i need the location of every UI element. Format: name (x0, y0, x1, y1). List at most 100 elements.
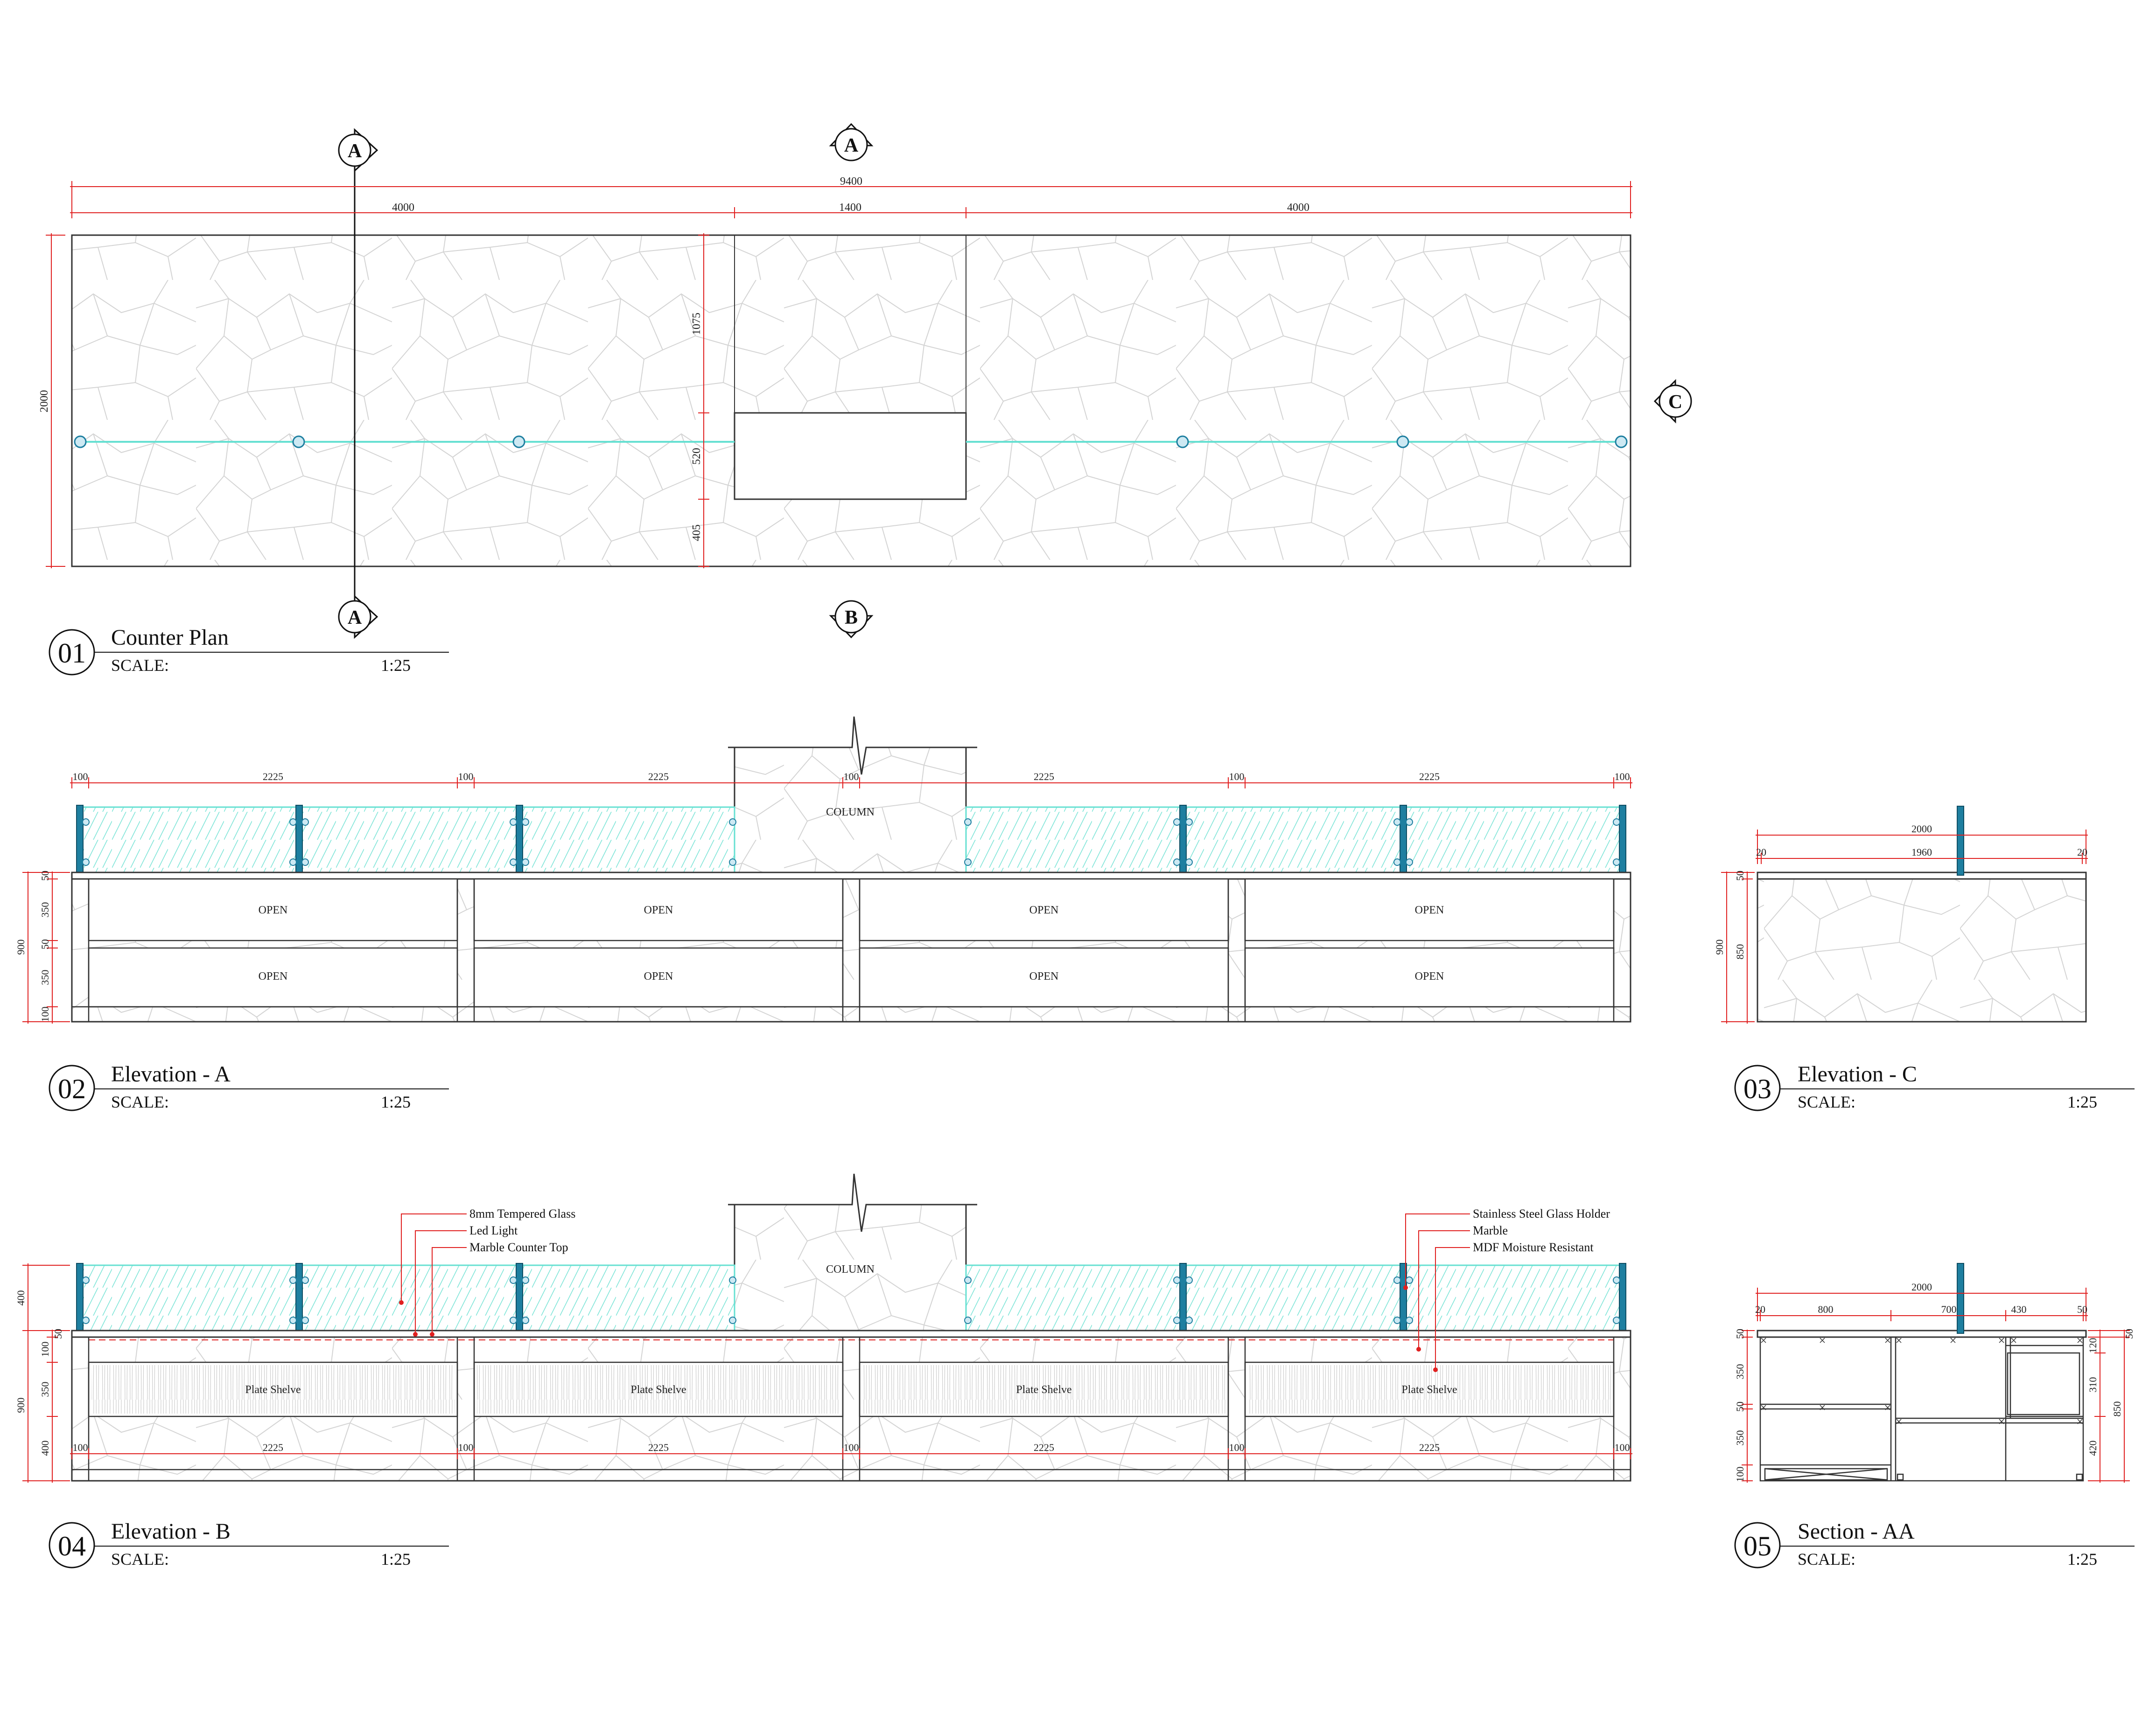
elev-b-glass-right (965, 1264, 1622, 1332)
elev-b-dimension-lines (22, 1263, 1632, 1483)
elev-b-column-label: COLUMN (826, 1263, 875, 1276)
plan-dim-upper: 1075 (691, 313, 703, 335)
section-title-block: 05 Section - AA SCALE: 1:25 (1734, 1519, 2135, 1569)
elev-b-dim-9: 100 (1615, 1442, 1630, 1453)
marker-elevation-c: C (1653, 379, 1692, 424)
elev-a-dim-6: 2225 (1034, 771, 1054, 782)
elev-a-cabinet-dividers (72, 879, 1631, 1022)
svg-text:A: A (844, 135, 859, 156)
plan-dim-overall: 9400 (840, 175, 862, 188)
elev-a-dimension-lines (22, 777, 1632, 1024)
elev-b-dim-7: 100 (1229, 1442, 1245, 1453)
plan-number: 01 (58, 638, 86, 669)
elev-a-open-1: OPEN (259, 904, 288, 916)
elev-b-note-mdf: MDF Moisture Resistant (1473, 1241, 1594, 1254)
elev-b-dim-8: 2225 (1419, 1442, 1440, 1453)
elev-b-dim-4: 2225 (648, 1442, 669, 1453)
elev-a-open-6: OPEN (644, 970, 673, 983)
elev-b-note-marble-top: Marble Counter Top (469, 1241, 568, 1254)
elev-a-total-height: 900 (15, 940, 27, 955)
section-left-dim-4: 350 (1734, 1430, 1746, 1446)
elev-b-shelf-4: Plate Shelve (1401, 1384, 1457, 1396)
section-aa-view: 2000 20 800 700 430 50 50 350 50 350 100… (1734, 1263, 2135, 1569)
section-top-dim-4: 430 (2011, 1304, 2027, 1315)
elev-b-number: 04 (58, 1531, 86, 1562)
marker-elevation-b: B (829, 600, 874, 639)
section-right-total: 850 (2111, 1401, 2123, 1417)
elev-b-dim-3: 100 (458, 1442, 474, 1453)
elev-a-glass-posts (76, 805, 1626, 876)
elev-a-open-3: OPEN (1029, 904, 1059, 916)
plan-dim-right: 4000 (1287, 202, 1309, 214)
elev-b-glass-posts (76, 1263, 1626, 1334)
elev-b-glass-clamps (82, 1276, 1620, 1324)
section-carcass (1759, 1336, 2084, 1482)
plan-dimensions (46, 181, 1632, 568)
elev-b-shelf-grain (91, 1365, 1611, 1414)
plan-counter-outline (71, 234, 1631, 567)
elev-a-open-2: OPEN (644, 904, 673, 916)
elev-b-note-glass-holder: Stainless Steel Glass Holder (1473, 1207, 1610, 1220)
section-right-dim-3: 420 (2087, 1441, 2099, 1456)
elev-c-top: 50 (1734, 871, 1746, 881)
elev-a-dim-4: 2225 (648, 771, 669, 782)
elev-a-dim-2: 2225 (263, 771, 283, 782)
elev-a-dim-5: 100 (844, 771, 859, 782)
elev-a-scale-value: 1:25 (381, 1093, 411, 1111)
elev-a-open-4: OPEN (1415, 904, 1444, 916)
plan-dim-opening: 520 (691, 448, 703, 465)
plan-title-block: 01 Counter Plan SCALE: 1:25 (49, 625, 449, 676)
elev-a-column-label: COLUMN (826, 806, 875, 818)
section-dimension-lines (1742, 1288, 2130, 1483)
elev-a-title-block: 02 Elevation - A SCALE: 1:25 (49, 1062, 449, 1111)
elev-b-shelf-3: Plate Shelve (1016, 1384, 1071, 1396)
elev-b-shelf-2: Plate Shelve (630, 1384, 686, 1396)
elev-c-counter-top (1757, 871, 2087, 880)
elevation-a-view: COLUMN (15, 716, 1632, 1111)
elev-b-dim-6: 2225 (1034, 1442, 1054, 1453)
marker-elevation-a: A (829, 123, 874, 161)
elev-c-counter-body (1757, 878, 2087, 1023)
elev-b-note-dots (399, 1285, 1438, 1372)
section-right-dim-2: 310 (2087, 1377, 2099, 1393)
plan-glass-posts (74, 435, 1628, 448)
section-top-dim-3: 700 (1941, 1304, 1957, 1315)
elev-a-open-7: OPEN (1029, 970, 1059, 983)
elev-a-glass-right (965, 806, 1622, 873)
plan-dim-depth: 2000 (38, 390, 50, 412)
svg-text:B: B (845, 607, 858, 628)
elev-b-note-led-light: Led Light (469, 1224, 518, 1237)
elev-a-height-5: 100 (39, 1007, 51, 1022)
elev-c-title-block: 03 Elevation - C SCALE: 1:25 (1734, 1062, 2135, 1111)
elev-b-glass-height: 400 (15, 1290, 27, 1306)
elev-b-height-2: 100 (39, 1342, 51, 1357)
section-right-dim-1: 120 (2087, 1338, 2099, 1353)
elev-a-counter-top (71, 871, 1631, 880)
plan-scale-value: 1:25 (381, 656, 411, 675)
elev-b-note-tempered-glass: 8mm Tempered Glass (469, 1207, 575, 1220)
elev-b-title-block: 04 Elevation - B SCALE: 1:25 (49, 1519, 449, 1569)
elev-b-height-3: 350 (39, 1382, 51, 1397)
section-width: 2000 (1911, 1281, 1932, 1293)
elev-c-glass-post (1957, 806, 1964, 876)
section-title: Section - AA (1798, 1519, 1915, 1544)
section-fixings (1761, 1338, 2083, 1424)
elev-b-dim-5: 100 (844, 1442, 859, 1453)
plan-dim-left: 4000 (392, 202, 414, 214)
elev-a-title: Elevation - A (111, 1062, 231, 1087)
section-number: 05 (1743, 1531, 1771, 1562)
svg-text:A: A (348, 607, 362, 628)
section-scale-value: 1:25 (2067, 1550, 2097, 1569)
marker-section-top: A (338, 128, 378, 173)
elev-b-total-height: 900 (15, 1398, 27, 1413)
elev-a-number: 02 (58, 1074, 86, 1104)
section-glass-post (1957, 1263, 1964, 1334)
counter-plan-view: 9400 4000 1400 4000 2000 1075 520 405 A … (38, 123, 1692, 676)
elevation-b-view: COLUMN (15, 1173, 1632, 1569)
elev-c-number: 03 (1743, 1074, 1771, 1104)
elev-a-scale-label: SCALE: (111, 1093, 169, 1111)
elev-a-open-8: OPEN (1415, 970, 1444, 983)
elev-b-title: Elevation - B (111, 1519, 231, 1544)
